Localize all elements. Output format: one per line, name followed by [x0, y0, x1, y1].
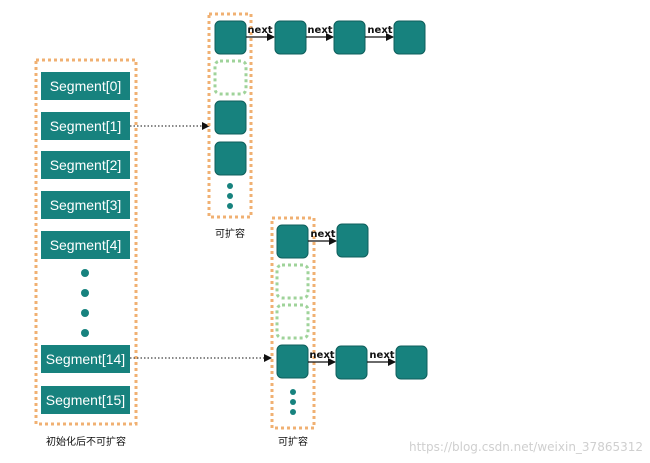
- segment-3: Segment[3]: [41, 191, 130, 219]
- segment-label: Segment[1]: [50, 118, 122, 134]
- bucket-node: [276, 344, 309, 379]
- segment-14: Segment[14]: [41, 345, 130, 373]
- segments-caption: 初始化后不可扩容: [46, 435, 126, 448]
- bucket-node: [214, 20, 247, 55]
- segment-1: Segment[1]: [41, 112, 130, 140]
- list-node: [393, 20, 426, 55]
- table-bottom-caption: 可扩容: [278, 435, 308, 448]
- bucket-node: [276, 224, 309, 259]
- linked-list-top: next next next: [246, 20, 426, 55]
- watermark: https://blog.csdn.net/weixin_37865312: [409, 440, 643, 454]
- hash-table-top: [207, 12, 253, 219]
- segment-4: Segment[4]: [41, 231, 130, 259]
- list-node: [335, 345, 368, 380]
- segment-15: Segment[15]: [41, 386, 130, 414]
- list-node: [333, 20, 366, 55]
- segment-array-border: [34, 58, 138, 426]
- next-label: next: [369, 350, 394, 361]
- segment-label: Segment[2]: [50, 157, 122, 173]
- segment-array: Segment[0] Segment[1] Segment[2] Segment…: [34, 58, 138, 426]
- list-node: [274, 20, 307, 55]
- next-label: next: [307, 25, 332, 36]
- segment-ellipsis-dots: [81, 269, 89, 337]
- segment-label: Segment[3]: [50, 197, 122, 213]
- linked-list-bottom-first: next: [308, 223, 369, 258]
- empty-bucket: [275, 263, 310, 300]
- table-top-caption: 可扩容: [215, 227, 245, 240]
- hash-table-bottom-border: [270, 216, 316, 430]
- segment-label: Segment[15]: [46, 392, 125, 408]
- next-label: next: [309, 350, 334, 361]
- list-node: [336, 223, 369, 258]
- segment-2: Segment[2]: [41, 151, 130, 179]
- next-label: next: [247, 25, 272, 36]
- empty-bucket: [275, 303, 310, 340]
- segment-0: Segment[0]: [41, 72, 130, 100]
- next-label: next: [310, 229, 335, 240]
- hash-table-top-border: [207, 12, 253, 219]
- bucket-node: [214, 141, 247, 176]
- hash-table-bottom: [270, 216, 316, 430]
- linked-list-bottom-second: next next: [308, 345, 428, 380]
- empty-bucket: [213, 59, 248, 96]
- table-ellipsis-dots: [290, 389, 296, 415]
- table-ellipsis-dots: [227, 183, 233, 209]
- bucket-node: [214, 100, 247, 135]
- segment-label: Segment[0]: [50, 78, 122, 94]
- next-label: next: [367, 25, 392, 36]
- segment-label: Segment[4]: [50, 237, 122, 253]
- list-node: [395, 345, 428, 380]
- segment-label: Segment[14]: [46, 351, 125, 367]
